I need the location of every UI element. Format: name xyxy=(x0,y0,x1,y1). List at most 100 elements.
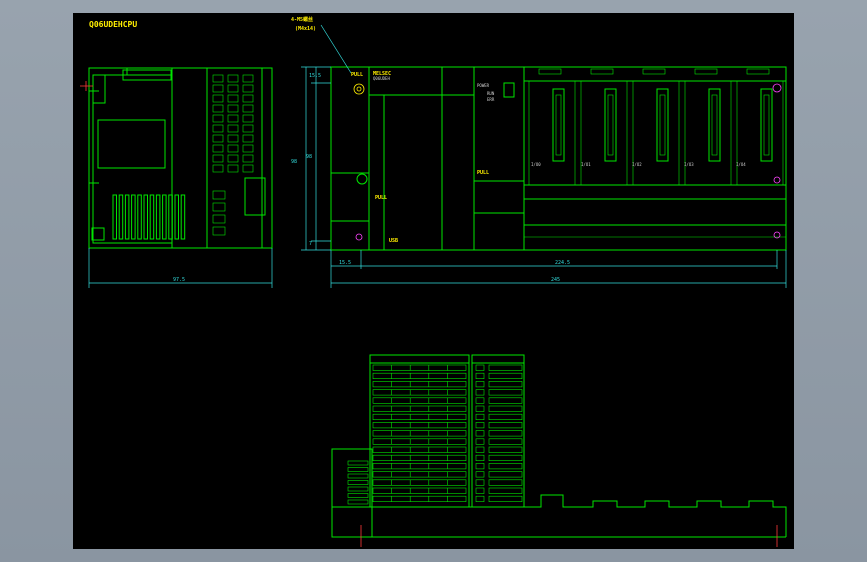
plan-row xyxy=(372,471,467,478)
slot-connector xyxy=(656,88,669,162)
grid-cell xyxy=(242,104,254,113)
vent-slot xyxy=(143,194,148,240)
plan-row-right xyxy=(488,487,523,494)
plan-row-left xyxy=(347,460,369,466)
callout-line1: 4-M5螺丝 xyxy=(291,16,313,23)
grid-cell xyxy=(212,190,226,200)
plan-row-right xyxy=(488,422,523,429)
grid-cell xyxy=(227,94,239,103)
front-view: PULL MELSEC Q06UDEH PULL USB PULL POWER … xyxy=(330,66,787,251)
label-pull-psu: PULL xyxy=(477,170,489,176)
io-slot xyxy=(736,80,784,186)
label-usb: USB xyxy=(389,238,398,244)
plan-row xyxy=(372,487,467,494)
plan-row xyxy=(372,495,467,503)
plan-cell xyxy=(475,487,485,494)
slot-connector-inner xyxy=(763,94,770,156)
slot-connector-inner xyxy=(555,94,562,156)
io-slot xyxy=(684,80,732,186)
grid-cell xyxy=(212,134,224,143)
label-err: ERR xyxy=(487,97,495,102)
dim-module-span: 224.5 xyxy=(555,260,570,266)
slot-connector xyxy=(760,88,773,162)
plan-row xyxy=(372,438,467,445)
plan-row xyxy=(372,463,467,470)
grid-cell xyxy=(242,144,254,153)
label-run: RUN xyxy=(487,91,495,96)
vent-slot xyxy=(137,194,142,240)
dim-left-offset: 15.5 xyxy=(339,260,351,266)
top-view xyxy=(331,354,787,547)
grid-cell xyxy=(227,144,239,153)
rail-tab xyxy=(590,68,614,75)
dim-bottom-small: 7 xyxy=(309,241,312,247)
plan-cell xyxy=(475,495,485,503)
label-model: MELSEC xyxy=(373,71,391,77)
callout-line2: (M4x14) xyxy=(295,26,316,32)
plan-row-right xyxy=(488,495,523,503)
plan-row-left xyxy=(347,467,369,472)
grid-cell xyxy=(227,104,239,113)
io-slot xyxy=(580,80,628,186)
grid-cell xyxy=(212,226,226,236)
drawing-title: Q06UDEHCPU xyxy=(89,20,137,29)
grid-cell xyxy=(242,134,254,143)
plan-row xyxy=(372,479,467,486)
grid-cell xyxy=(227,74,239,83)
plan-row-left xyxy=(347,473,369,479)
slot-label-4: I/O4 xyxy=(736,162,746,167)
plan-row xyxy=(372,430,467,437)
slot-connector-inner xyxy=(659,94,666,156)
grid-cell xyxy=(212,84,224,93)
label-model-sub: Q06UDEH xyxy=(373,76,390,81)
label-pull-top: PULL xyxy=(351,72,363,78)
plan-row xyxy=(372,405,467,412)
plan-row-left xyxy=(347,493,369,498)
label-pull-mid: PULL xyxy=(375,195,387,201)
grid-cell xyxy=(242,94,254,103)
grid-cell xyxy=(227,124,239,133)
vent-slot xyxy=(118,194,124,240)
plan-row xyxy=(372,389,467,396)
grid-cell xyxy=(242,114,254,123)
grid-cell xyxy=(227,164,239,173)
plan-cell xyxy=(475,463,485,470)
plan-row-right xyxy=(488,446,523,453)
plan-cell xyxy=(475,381,485,388)
plan-row-right xyxy=(488,381,523,388)
plan-row-right xyxy=(488,471,523,478)
plan-row-right xyxy=(488,389,523,396)
vent-slot xyxy=(162,194,167,240)
grid-cell xyxy=(227,84,239,93)
grid-cell xyxy=(242,154,254,163)
plan-row-right xyxy=(488,438,523,445)
plan-row xyxy=(372,372,467,380)
vent-slot xyxy=(180,194,186,240)
plan-row xyxy=(372,446,467,453)
dim-side-width: 97.5 xyxy=(173,277,185,283)
plan-row xyxy=(372,454,467,462)
vent-slot xyxy=(155,194,161,240)
grid-cell xyxy=(212,154,224,163)
vent-slot xyxy=(112,194,117,240)
dim-total-width: 245 xyxy=(551,277,560,283)
grid-cell xyxy=(242,164,254,173)
slot-label-1: I/O1 xyxy=(581,162,591,167)
slot-label-0: I/O0 xyxy=(531,162,541,167)
plan-row xyxy=(372,364,467,371)
label-power: POWER xyxy=(477,83,490,88)
grid-cell xyxy=(212,114,224,123)
plan-cell xyxy=(475,364,485,371)
vent-slot xyxy=(168,194,173,240)
dim-total-height: 98 xyxy=(306,154,312,160)
plan-cell xyxy=(475,405,485,412)
grid-cell xyxy=(212,94,224,103)
plan-row-right xyxy=(488,430,523,437)
plan-row-right xyxy=(488,413,523,421)
grid-cell xyxy=(242,84,254,93)
plan-row-left xyxy=(347,480,369,485)
rail-tab xyxy=(642,68,666,75)
plan-row-right xyxy=(488,405,523,412)
grid-cell xyxy=(242,74,254,83)
cad-viewport[interactable]: Q06UDEHCPU 97.5 xyxy=(73,13,794,549)
